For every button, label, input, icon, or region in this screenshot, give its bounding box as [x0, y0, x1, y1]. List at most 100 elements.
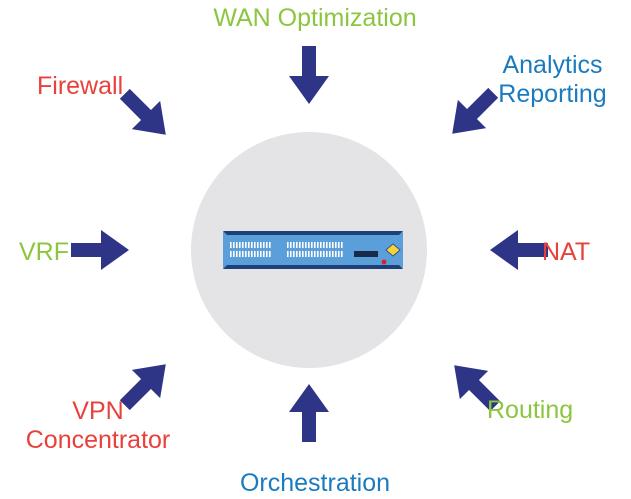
appliance-vent-slot — [230, 242, 232, 248]
appliance-vent-slot — [332, 251, 334, 257]
appliance-vent-slot — [341, 242, 343, 248]
appliance-vent-slot — [260, 242, 262, 248]
appliance-vent-slot — [299, 251, 301, 257]
appliance-vent-slot — [248, 251, 250, 257]
appliance-vent-slot — [320, 251, 322, 257]
label-routing: Routing — [487, 396, 573, 425]
appliance-vent-slot — [254, 251, 256, 257]
appliance-vent-slot — [338, 251, 340, 257]
label-wan-optimization: WAN Optimization — [160, 4, 470, 33]
appliance-vent-slot — [257, 242, 259, 248]
appliance-vent-slot — [233, 251, 235, 257]
label-orchestration: Orchestration — [160, 469, 470, 498]
appliance-vent-slot — [296, 242, 298, 248]
appliance-vent-slot — [335, 251, 337, 257]
appliance-vent-slot — [314, 242, 316, 248]
label-analytics-line1: Analytics — [502, 51, 603, 79]
label-orchestration-text: Orchestration — [239, 469, 391, 497]
appliance-vent-slot — [305, 242, 307, 248]
network-appliance-icon — [223, 231, 403, 269]
appliance-vent-slot — [329, 251, 331, 257]
appliance-vent-slot — [236, 242, 238, 248]
appliance-vent-slot — [293, 242, 295, 248]
arrow-from-routing — [454, 365, 501, 412]
appliance-vent-slot — [302, 242, 304, 248]
appliance-vent-slot — [326, 242, 328, 248]
appliance-vent-slot — [254, 242, 256, 248]
appliance-bottom-bevel — [223, 265, 403, 269]
appliance-vent-slot — [311, 251, 313, 257]
label-firewall: Firewall — [37, 72, 123, 101]
appliance-vents — [230, 242, 343, 257]
appliance-vent-slot — [236, 251, 238, 257]
appliance-vent-slot — [242, 242, 244, 248]
appliance-vent-slot — [248, 242, 250, 248]
appliance-led — [381, 259, 387, 265]
label-vrf: VRF — [19, 238, 69, 267]
appliance-vent-slot — [242, 251, 244, 257]
arrow-from-analytics-reporting — [452, 87, 499, 134]
label-vpn-line2: Concentrator — [25, 426, 171, 454]
appliance-vent-slot — [290, 251, 292, 257]
appliance-vent-slot — [233, 242, 235, 248]
label-analytics-reporting: Analytics Reporting — [480, 51, 625, 109]
appliance-vent-slot — [323, 242, 325, 248]
appliance-vent-slot — [335, 242, 337, 248]
appliance-body — [223, 231, 403, 269]
arrow-from-wan-optimization — [289, 46, 329, 104]
appliance-vent-slot — [239, 251, 241, 257]
appliance-vent-slot — [293, 251, 295, 257]
label-analytics-line2: Reporting — [498, 80, 607, 108]
appliance-vent-slot — [287, 251, 289, 257]
label-nat-text: NAT — [542, 238, 591, 266]
appliance-vent-slot — [308, 242, 310, 248]
appliance-vent-slot — [269, 251, 271, 257]
appliance-vent-slot — [263, 251, 265, 257]
appliance-vent-slot — [326, 251, 328, 257]
appliance-vent-slot — [230, 251, 232, 257]
label-routing-text: Routing — [487, 396, 574, 424]
label-vpn-line1: VPN — [72, 397, 124, 425]
appliance-vent-slot — [299, 242, 301, 248]
appliance-vent-slot — [266, 242, 268, 248]
appliance-vent-slot — [239, 242, 241, 248]
appliance-vent-slot — [308, 251, 310, 257]
label-wan-optimization-text: WAN Optimization — [213, 4, 417, 32]
appliance-vent-slot — [302, 251, 304, 257]
appliance-display — [354, 251, 378, 257]
arrow-from-vpn-concentrator — [119, 364, 166, 411]
appliance-vent-slot — [296, 251, 298, 257]
appliance-top-bevel — [223, 231, 403, 235]
label-firewall-text: Firewall — [37, 72, 124, 100]
appliance-vent-slot — [323, 251, 325, 257]
arrow-from-orchestration — [289, 384, 329, 442]
label-nat: NAT — [542, 238, 590, 267]
appliance-vent-slot — [320, 242, 322, 248]
appliance-vent-slot — [332, 242, 334, 248]
appliance-vent-slot — [251, 242, 253, 248]
arrows-group — [71, 46, 548, 442]
appliance-vent-slot — [263, 242, 265, 248]
appliance-vent-slot — [305, 251, 307, 257]
appliance-vent-slot — [245, 242, 247, 248]
appliance-vent-slot — [317, 251, 319, 257]
appliance-vent-slot — [311, 242, 313, 248]
appliance-vent-slot — [329, 242, 331, 248]
label-vpn-concentrator: VPN Concentrator — [8, 397, 188, 455]
appliance-vent-slot — [290, 242, 292, 248]
appliance-vent-slot — [260, 251, 262, 257]
appliance-vent-slot — [341, 251, 343, 257]
appliance-vent-slot — [245, 251, 247, 257]
appliance-vent-slot — [287, 242, 289, 248]
arrow-from-firewall — [119, 88, 166, 135]
appliance-vent-slot — [266, 251, 268, 257]
appliance-vent-slot — [338, 242, 340, 248]
appliance-dpad-icon — [385, 243, 401, 257]
appliance-vent-slot — [314, 251, 316, 257]
appliance-vent-slot — [257, 251, 259, 257]
appliance-vent-slot — [251, 251, 253, 257]
arrow-from-vrf — [71, 230, 129, 270]
appliance-vent-slot — [269, 242, 271, 248]
